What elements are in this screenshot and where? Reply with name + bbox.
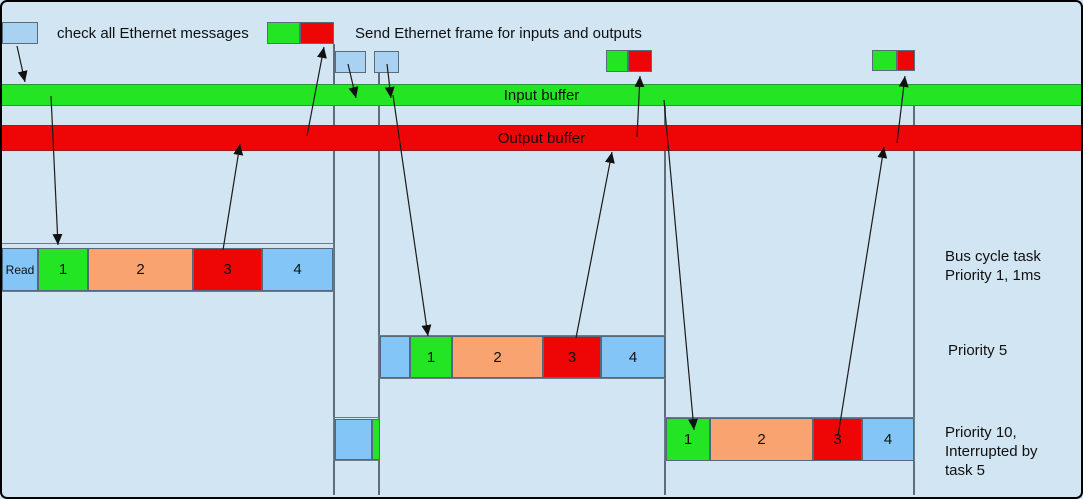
frame1-red-block: [300, 22, 334, 44]
bus-cycle-task-label: Bus cycle task Priority 1, 1ms: [945, 247, 1041, 285]
check-messages-label: check all Ethernet messages: [57, 25, 249, 42]
cycle-divider-line-1: [333, 44, 335, 495]
arrow-task1-3-to-output-buffer: [222, 143, 244, 251]
label-line: Priority 1, 1ms: [945, 267, 1041, 284]
task2-block-1: 1: [410, 336, 452, 378]
task2-block-2: 2: [452, 336, 543, 378]
arrow-checkbox-to-input-buffer: [16, 45, 28, 83]
arrow-input-buffer-to-task1-read: [50, 95, 63, 246]
label-line: Bus cycle task: [945, 248, 1041, 265]
task1-block-3: 3: [193, 248, 262, 291]
task2-block-4: 4: [601, 336, 665, 378]
label-line: task 5: [945, 462, 986, 479]
priority10-label: Priority 10, Interrupted by task 5: [945, 423, 1038, 480]
output-buffer-bar: Output buffer: [0, 125, 1083, 151]
frame1-green-block: [267, 22, 300, 44]
priority5-label: Priority 5: [948, 341, 1007, 360]
frame2-red-block: [628, 50, 652, 72]
task3-block-4: 4: [862, 418, 914, 461]
bus-task-indicator-box-3: [374, 51, 399, 73]
task1-read-block: Read: [2, 248, 38, 291]
task3-block-3: 3: [813, 418, 862, 461]
task3-interrupted-blue-block: [335, 419, 372, 460]
task1-block-4: 4: [262, 248, 333, 291]
task1-block-2: 2: [88, 248, 193, 291]
label-line: Priority 10,: [945, 424, 1017, 441]
label-line: Priority 5: [948, 342, 1008, 359]
arrow-task3-3-to-output-buffer: [837, 146, 888, 437]
input-buffer-bar: Input buffer: [0, 84, 1083, 106]
frame3-red-block: [897, 50, 915, 71]
cycle-divider-line-4: [913, 103, 915, 495]
output-buffer-label: Output buffer: [497, 129, 586, 147]
send-frame-label: Send Ethernet frame for inputs and outpu…: [355, 25, 642, 42]
task3-block-2: 2: [710, 418, 813, 461]
task3-block-1: 1: [666, 418, 710, 461]
label-line: Interrupted by: [945, 443, 1038, 460]
task3-interrupted-green-sliver: [372, 419, 380, 460]
bus-task-indicator-box-2: [335, 51, 366, 73]
task2-block-3: 3: [543, 336, 601, 378]
task1-block-1: 1: [38, 248, 88, 291]
arrow-task2-3-to-output-buffer: [575, 151, 615, 339]
input-buffer-label: Input buffer: [503, 86, 580, 104]
bus-task-indicator-box-1: [2, 22, 38, 44]
frame3-green-block: [872, 50, 897, 71]
cycle-divider-line-2: [378, 73, 380, 495]
task2-lead-block: [380, 336, 410, 378]
frame2-green-block: [606, 50, 628, 72]
